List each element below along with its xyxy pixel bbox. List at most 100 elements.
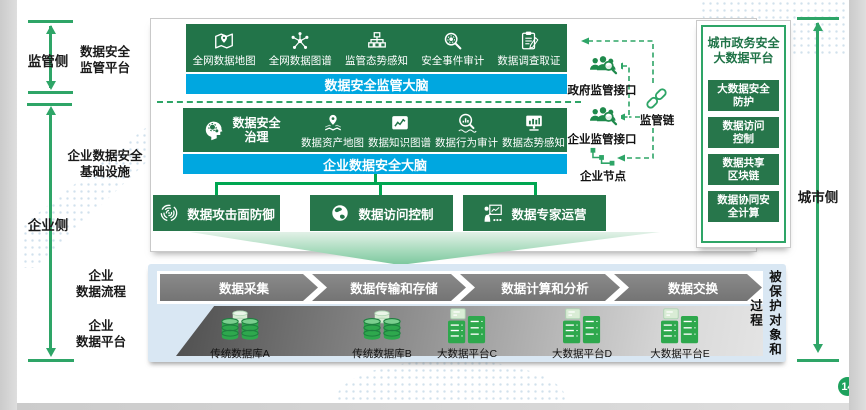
clipboard-pen-icon — [518, 30, 540, 52]
module-cell: 数据调查取证 — [491, 24, 567, 72]
flow-step: 数据交换 — [614, 274, 762, 301]
divider-line — [797, 359, 839, 362]
platform-label: 大数据平台D — [551, 348, 613, 360]
pin-map-icon — [322, 112, 344, 134]
capability-label: 数据专家运营 — [511, 207, 587, 222]
module-label: 监管态势感知 — [345, 54, 408, 67]
module-cell: 监管态势感知 — [338, 24, 414, 72]
city-panel-box: 大数据安全 防护 — [708, 80, 779, 111]
connector-line — [534, 182, 537, 195]
platform-label: 传统数据库B — [352, 348, 412, 360]
network-graph-icon — [289, 30, 311, 52]
platform-item: 大数据平台C — [419, 307, 515, 361]
regulator-arrow — [49, 26, 52, 88]
bottom-gutter — [17, 403, 849, 410]
database-cylinders-icon — [216, 307, 264, 345]
module-label: 全网数据图谱 — [268, 54, 332, 67]
search-gear-icon — [442, 30, 464, 52]
governance-title: 数据安全 治理 — [183, 108, 299, 152]
platform-label: 大数据平台C — [436, 348, 498, 360]
module-cell: 数据行为审计 — [433, 108, 500, 152]
flow-step: 数据计算和分析 — [460, 274, 620, 301]
platform-label: 大数据平台E — [650, 348, 710, 360]
head-gears-icon — [201, 117, 227, 143]
search-chart-icon — [456, 112, 478, 134]
module-label: 安全事件审计 — [421, 54, 485, 67]
ent-node-label: 企业节点 — [580, 171, 626, 183]
enterprise-modules-box: 数据安全 治理 数据资产地图 数据知识图谱 数据行为审计 数据态势感知 — [183, 108, 567, 152]
module-label: 数据态势感知 — [502, 136, 565, 149]
people-search-icon — [587, 52, 619, 78]
supervision-brain-bar: 数据安全监管大脑 — [186, 74, 567, 94]
module-cell: 数据态势感知 — [500, 108, 567, 152]
arrowhead — [45, 81, 56, 90]
governance-label: 数据安全 治理 — [232, 116, 281, 144]
connector-line — [215, 182, 218, 195]
city-panel-box: 数据协同安 全计算 — [708, 191, 779, 222]
flow-step: 数据传输和存储 — [312, 274, 466, 301]
gov-interface-label: 政府监管接口 — [567, 85, 637, 97]
dashed-connectors — [581, 37, 654, 162]
platform-label: 传统数据库A — [210, 348, 270, 360]
enterprise-infra-label: 企业数据安全 基础设施 — [67, 149, 143, 179]
divider-line — [28, 20, 73, 23]
map-icon — [213, 30, 235, 52]
right-gutter — [849, 0, 866, 410]
module-label: 数据知识图谱 — [368, 136, 431, 149]
divider-line — [27, 103, 72, 106]
module-cell: 全网数据图谱 — [262, 24, 338, 72]
left-gutter — [0, 0, 17, 410]
gov-interface-tile — [584, 49, 621, 80]
network-nodes-icon — [589, 146, 616, 167]
platform-item: 大数据平台E — [632, 307, 728, 361]
presenter-icon — [482, 202, 504, 224]
regulator-side-label: 监管侧 — [27, 54, 69, 69]
connector-line — [215, 182, 537, 185]
module-label: 数据行为审计 — [435, 136, 498, 149]
ent-interface-label: 企业监管接口 — [567, 134, 637, 146]
capability-box: 数据访问控制 — [310, 195, 453, 231]
arrowhead — [45, 348, 56, 357]
divider-line — [28, 91, 73, 94]
flow-step: 数据采集 — [160, 274, 318, 301]
city-panel-box: 数据访问 控制 — [708, 117, 779, 148]
globe-icon — [329, 202, 351, 224]
capability-label: 数据攻击面防御 — [187, 207, 275, 222]
city-side-label: 城市侧 — [797, 190, 839, 205]
enterprise-side-label: 企业侧 — [27, 218, 69, 233]
city-side-arrow — [816, 23, 819, 348]
enterprise-flow-label: 企业 数据流程 — [75, 269, 126, 299]
city-panel-title: 城市政务安全 大数据平台 — [707, 36, 780, 65]
arrowhead — [812, 22, 823, 31]
fingerprint-icon — [158, 202, 180, 224]
platform-item: 传统数据库B — [334, 307, 430, 361]
server-racks-icon — [656, 307, 704, 345]
protected-objects-label: 被保护对象和过程 — [748, 269, 781, 357]
platform-item: 大数据平台D — [534, 307, 630, 361]
enterprise-arrow — [49, 110, 52, 352]
arrowhead — [812, 344, 823, 353]
module-cell: 安全事件审计 — [415, 24, 491, 72]
chain-link-icon — [642, 84, 671, 113]
divider-line — [28, 359, 74, 362]
module-label: 数据调查取证 — [497, 54, 561, 67]
capability-box: 数据攻击面防御 — [153, 195, 280, 231]
module-cell: 数据知识图谱 — [366, 108, 433, 152]
arrowhead — [45, 25, 56, 34]
monitor-chart-icon — [523, 112, 545, 134]
server-racks-icon — [443, 307, 491, 345]
supervision-chain-label: 监管链 — [639, 115, 675, 127]
hierarchy-icon — [366, 30, 388, 52]
regulator-platform-label: 数据安全 监管平台 — [79, 45, 130, 75]
module-cell: 全网数据地图 — [186, 24, 262, 72]
connector-line — [374, 174, 377, 184]
module-label: 全网数据地图 — [192, 54, 256, 67]
platform-item: 传统数据库A — [192, 307, 288, 361]
connector-line — [379, 182, 382, 195]
module-label: 数据资产地图 — [301, 136, 364, 149]
enterprise-platform-label: 企业 数据平台 — [75, 319, 126, 349]
city-panel-box: 数据共享 区块链 — [708, 154, 779, 185]
enterprise-brain-bar: 企业数据安全大脑 — [183, 154, 567, 174]
server-racks-icon — [558, 307, 606, 345]
